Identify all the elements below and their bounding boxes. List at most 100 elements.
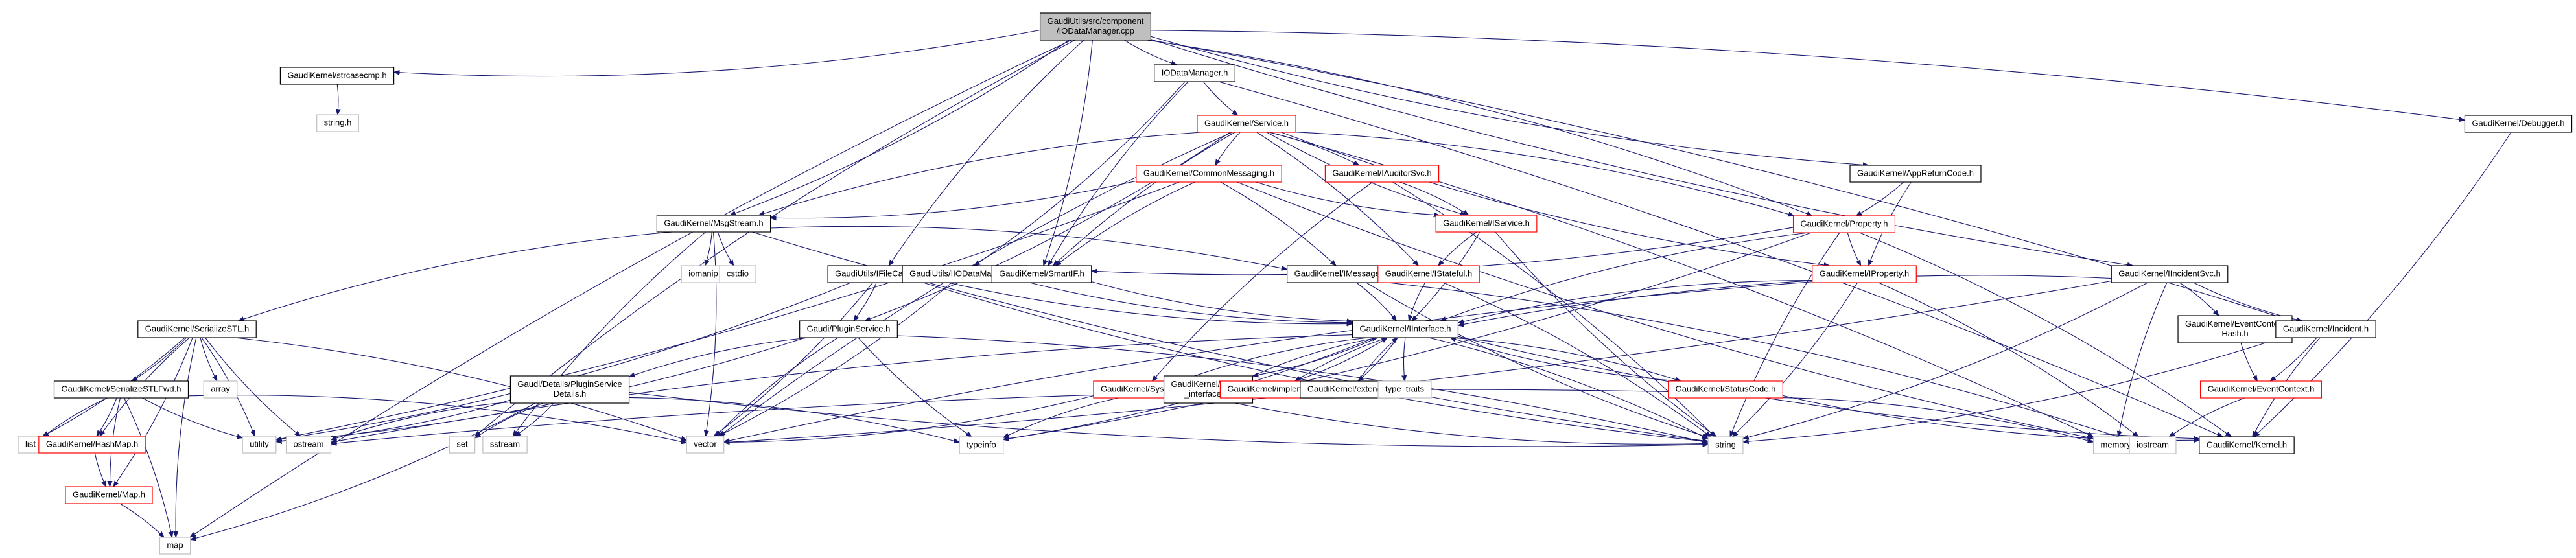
node-msgstream[interactable]: GaudiKernel/MsgStream.h xyxy=(656,215,771,233)
edge-iinterface-to-implements xyxy=(1295,337,1388,381)
node-map[interactable]: map xyxy=(159,537,191,555)
edge-implements-to-iinterface xyxy=(1294,338,1388,382)
edge-ifilecatalog-to-utility xyxy=(276,282,851,440)
edge-property-to-iinterface xyxy=(1440,232,1809,321)
edge-appreturncode-to-property xyxy=(1856,181,1904,216)
node-sstream[interactable]: sstream xyxy=(482,436,528,454)
node-serializestlfwd[interactable]: GaudiKernel/SerializeSTLFwd.h xyxy=(53,380,189,399)
node-smartif[interactable]: GaudiKernel/SmartIF.h xyxy=(991,265,1092,283)
edge-service-to-iauditorsvc xyxy=(1269,132,1359,165)
node-iincidentsvc[interactable]: GaudiKernel/IIncidentSvc.h xyxy=(2111,265,2229,283)
node-eventcontext[interactable]: GaudiKernel/EventContext.h xyxy=(2200,380,2322,399)
node-string[interactable]: string xyxy=(1707,436,1744,454)
node-typeinfo[interactable]: typeinfo xyxy=(959,436,1004,454)
node-box xyxy=(53,380,189,399)
node-set[interactable]: set xyxy=(449,436,476,454)
edge-incident-to-eventcontext xyxy=(2270,337,2317,381)
node-string-h[interactable]: string.h xyxy=(316,114,359,132)
edge-statuscode-to-memory xyxy=(1783,397,2093,443)
node-box xyxy=(65,486,153,504)
node-label: sstream xyxy=(490,439,520,448)
edge-iinterface-to-ostream xyxy=(331,334,1353,443)
node-type-traits[interactable]: type_traits xyxy=(1377,380,1432,399)
node-debugger[interactable]: GaudiKernel/Debugger.h xyxy=(2464,115,2573,133)
edge-msgstream-to-serializestl xyxy=(239,231,673,321)
edge-ifilecatalog-to-pluginservice xyxy=(854,282,877,321)
node-box xyxy=(1039,12,1152,41)
node-iauditorsvc[interactable]: GaudiKernel/IAuditorSvc.h xyxy=(1324,165,1440,183)
node-ostream[interactable]: ostream xyxy=(285,436,332,454)
node-vector[interactable]: vector xyxy=(686,436,725,454)
node-label: GaudiKernel/extends.h xyxy=(1307,384,1393,393)
node-label: GaudiKernel/Incident.h xyxy=(2283,323,2369,333)
node-iodatamanager-h[interactable]: IODataManager.h xyxy=(1154,64,1235,82)
edge-iiodatamanager-to-vector xyxy=(718,282,952,436)
node-label: array xyxy=(211,384,230,393)
edge-service-to-smartif xyxy=(1053,132,1235,266)
node-box xyxy=(279,67,395,85)
node-box xyxy=(1707,436,1744,454)
edge-statuscode-to-ostream xyxy=(331,389,1669,444)
node-serializestl[interactable]: GaudiKernel/SerializeSTL.h xyxy=(137,320,257,338)
node-strcasecmp[interactable]: GaudiKernel/strcasecmp.h xyxy=(279,67,395,85)
node-box xyxy=(2275,320,2376,338)
node-iservice[interactable]: GaudiKernel/IService.h xyxy=(1435,215,1538,233)
edge-service-to-commonmessaging xyxy=(1215,132,1241,165)
edge-commonmessaging-to-msgstream xyxy=(771,180,1136,218)
node-root[interactable]: GaudiUtils/src/component/IODataManager.c… xyxy=(1039,12,1152,41)
node-map[interactable]: GaudiKernel/Map.h xyxy=(65,486,153,504)
node-kernel[interactable]: GaudiKernel/Kernel.h xyxy=(2199,436,2295,454)
edge-pluginservicedetails-to-map xyxy=(191,402,536,540)
node-istateful[interactable]: GaudiKernel/IStateful.h xyxy=(1377,265,1480,283)
node-label: GaudiKernel/SmartIF.h xyxy=(999,268,1084,278)
edge-map-to-map xyxy=(119,503,164,537)
edge-iincidentsvc-to-vector xyxy=(724,280,2112,443)
edge-root-to-ifilecatalog xyxy=(889,40,1084,266)
node-pluginservice[interactable]: Gaudi/PluginService.h xyxy=(799,320,898,338)
edge-service-to-pluginservice xyxy=(865,132,1231,321)
node-label: GaudiUtils/src/component xyxy=(1048,16,1144,26)
node-box xyxy=(959,436,1004,454)
node-iinterface[interactable]: GaudiKernel/IInterface.h xyxy=(1352,320,1459,338)
edge-serializestlfwd-to-list xyxy=(43,397,108,437)
node-iproperty[interactable]: GaudiKernel/IProperty.h xyxy=(1812,265,1917,283)
node-box xyxy=(1435,215,1538,233)
node-box xyxy=(2464,115,2573,133)
node-box xyxy=(449,436,476,454)
node-appreturncode[interactable]: GaudiKernel/AppReturnCode.h xyxy=(1849,165,1982,183)
node-label: IODataManager.h xyxy=(1162,67,1228,77)
edge-root-to-msgstream xyxy=(730,40,1070,215)
node-label: type_traits xyxy=(1385,384,1424,393)
node-array[interactable]: array xyxy=(203,380,238,399)
node-label: ostream xyxy=(294,439,324,448)
node-label: vector xyxy=(694,439,717,448)
node-utility[interactable]: utility xyxy=(242,436,277,454)
node-label: /IODataManager.cpp xyxy=(1057,26,1134,36)
node-box xyxy=(1668,380,1783,399)
edge-root-to-map xyxy=(190,40,1072,537)
edge-imessagesvc-to-iostream xyxy=(1387,282,2129,440)
node-label: GaudiKernel/CommonMessaging.h xyxy=(1143,168,1274,178)
edge-istateful-to-iinterface xyxy=(1409,282,1425,321)
node-box xyxy=(242,436,277,454)
node-label: GaudiKernel/HashMap.h xyxy=(46,439,138,448)
edge-root-to-strcasecmp xyxy=(394,29,1040,77)
edge-pluginservicedetails-to-set xyxy=(475,402,544,438)
node-commonmessaging[interactable]: GaudiKernel/CommonMessaging.h xyxy=(1136,165,1282,183)
node-cstdio[interactable]: cstdio xyxy=(719,265,756,283)
node-label: utility xyxy=(250,439,269,448)
edge-pluginservice-to-typeinfo xyxy=(858,337,972,437)
nodes-layer: GaudiUtils/src/component/IODataManager.c… xyxy=(18,12,2573,555)
node-box xyxy=(1324,165,1440,183)
node-incident[interactable]: GaudiKernel/Incident.h xyxy=(2275,320,2376,338)
node-box xyxy=(38,436,146,454)
node-property[interactable]: GaudiKernel/Property.h xyxy=(1792,215,1896,233)
node-service[interactable]: GaudiKernel/Service.h xyxy=(1197,115,1296,133)
node-iostream[interactable]: iostream xyxy=(2129,436,2177,454)
edge-commonmessaging-to-imessagesvc xyxy=(1220,181,1336,266)
node-statuscode[interactable]: GaudiKernel/StatusCode.h xyxy=(1668,380,1783,399)
node-iomanip[interactable]: iomanip xyxy=(681,265,726,283)
node-hashmap[interactable]: GaudiKernel/HashMap.h xyxy=(38,436,146,454)
